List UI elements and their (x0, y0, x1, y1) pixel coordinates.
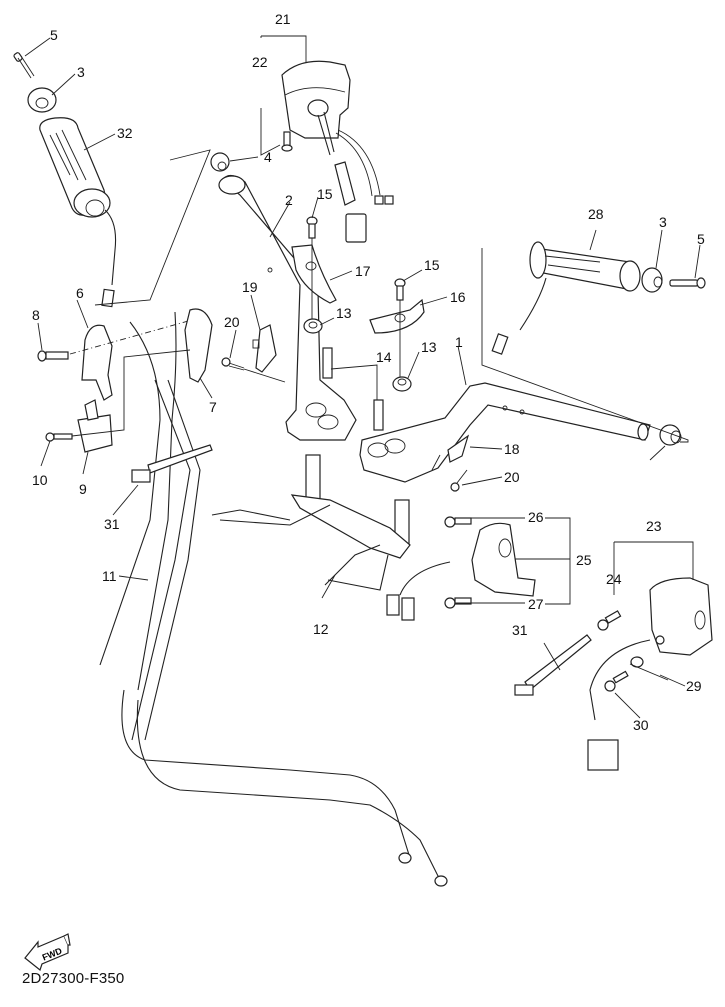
callout-29: 29 (686, 678, 702, 694)
throttle-housing-25 (471, 522, 536, 597)
fwd-arrow-icon (24, 933, 71, 972)
diagram-reference-code: 2D27300-F350 (22, 970, 125, 987)
callout-10: 10 (32, 472, 48, 488)
holder-6 (81, 324, 113, 401)
cover-plate-16 (369, 298, 425, 334)
screw-15-right (394, 278, 406, 301)
callout-5: 5 (697, 231, 705, 247)
screw-20-right (450, 469, 468, 492)
cable-tie-31-left (131, 444, 213, 483)
nut-13-left (303, 318, 323, 334)
callout-11: 11 (102, 568, 117, 584)
bar-end-4-right (659, 424, 682, 446)
callout-7: 7 (209, 399, 217, 415)
callout-23: 23 (646, 518, 662, 534)
callout-20: 20 (224, 314, 240, 330)
bolt-14 (322, 347, 384, 431)
callout-28: 28 (588, 206, 604, 222)
callout-18: 18 (504, 441, 520, 457)
grip-weight-3-right (641, 267, 663, 293)
cover-plate-17 (291, 244, 337, 304)
screw-22 (281, 131, 293, 152)
callout-4: 4 (264, 149, 272, 165)
left-switch-21 (281, 60, 394, 243)
callout-26: 26 (528, 509, 544, 525)
screw-20-left (221, 357, 286, 383)
throttle-cables-11 (99, 311, 448, 887)
callout-20: 20 (504, 469, 520, 485)
clamp-9 (77, 399, 113, 453)
screw-30 (604, 670, 629, 692)
cable-tie-31-right (514, 634, 592, 696)
right-handlebar-1 (359, 382, 651, 483)
grip-weight-3-left (27, 87, 57, 113)
callout-27: 27 (528, 596, 544, 612)
callout-32: 32 (117, 125, 133, 141)
heated-grip-32-left (39, 117, 117, 308)
callout-2: 2 (285, 192, 293, 208)
callout-12: 12 (313, 621, 329, 637)
clip-18 (431, 434, 470, 471)
harness-bracket-12 (211, 454, 451, 621)
leader-lines (24, 37, 701, 719)
callout-21: 21 (275, 11, 291, 27)
bolt-5-left (13, 52, 35, 79)
callout-25: 25 (576, 552, 592, 568)
callout-5: 5 (50, 27, 58, 43)
callout-30: 30 (633, 717, 649, 733)
callout-15: 15 (317, 186, 333, 202)
screw-10 (45, 432, 73, 442)
callout-13: 13 (336, 305, 352, 321)
bar-end-4-left (210, 152, 230, 172)
bolt-5-right (669, 277, 706, 289)
callout-31: 31 (512, 622, 528, 638)
callout-16: 16 (450, 289, 466, 305)
right-switch-23 (587, 577, 713, 771)
callout-15: 15 (424, 257, 440, 273)
screw-26 (444, 516, 472, 528)
callout-19: 19 (242, 279, 258, 295)
callout-3: 3 (77, 64, 85, 80)
screw-27 (444, 597, 472, 609)
bolt-8 (37, 350, 69, 362)
heated-grip-28-right (491, 241, 641, 355)
callout-31: 31 (104, 516, 120, 532)
screw-15-left (306, 216, 318, 239)
left-handlebar-2 (218, 174, 357, 441)
bracket-19 (252, 324, 277, 373)
callout-1: 1 (455, 334, 463, 350)
callout-14: 14 (376, 349, 392, 365)
callout-6: 6 (76, 285, 84, 301)
callout-3: 3 (659, 214, 667, 230)
callout-8: 8 (32, 307, 40, 323)
brake-switch-29 (629, 656, 669, 681)
callout-24: 24 (606, 571, 622, 587)
callout-17: 17 (355, 263, 371, 279)
callout-22: 22 (252, 54, 268, 70)
callout-9: 9 (79, 481, 87, 497)
callout-13: 13 (421, 339, 437, 355)
holder-7 (184, 308, 213, 383)
screw-24 (597, 610, 622, 631)
nut-13-right (392, 376, 412, 392)
